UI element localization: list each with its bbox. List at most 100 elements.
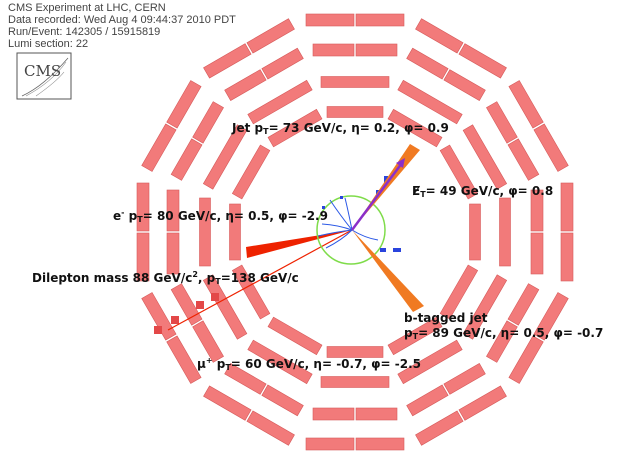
- muon-chamber: [355, 13, 405, 27]
- muon-chamber: [202, 274, 248, 340]
- muon-chamber: [320, 76, 390, 88]
- muon-chamber: [355, 437, 405, 451]
- muon-chamber: [443, 69, 486, 101]
- muon-chamber: [136, 232, 150, 282]
- muon-chamber: [202, 124, 248, 190]
- hit: [393, 248, 401, 252]
- run-event-text: Run/Event: 142305 / 15915819: [8, 26, 161, 38]
- hit: [322, 206, 325, 209]
- muon-chamber: [267, 108, 323, 148]
- jet-label: Jet pT= 73 GeV/c, η= 0.2, φ= 0.9: [232, 121, 449, 136]
- muon-chamber: [326, 346, 384, 358]
- muon-chamber: [458, 385, 507, 421]
- electron-label: e- pT= 80 GeV/c, η= 0.5, φ= -2.9: [113, 208, 328, 224]
- muon-chamber: [533, 292, 569, 341]
- muon-chamber: [192, 320, 224, 363]
- muon-chamber: [224, 363, 267, 395]
- track: [351, 229, 379, 241]
- muon-chamber: [136, 182, 150, 232]
- muon-chamber: [406, 47, 449, 80]
- muon-chamber: [192, 101, 224, 144]
- track: [325, 229, 353, 249]
- muon-chamber: [397, 339, 463, 385]
- muon-chamber: [533, 123, 569, 172]
- muon-chamber: [508, 335, 544, 384]
- dilepton-label: Dilepton mass 88 GeV/c2, pT=138 GeV/c: [32, 270, 299, 286]
- muon-chamber: [439, 144, 479, 200]
- muon-chamber-hit: [154, 326, 162, 334]
- hit: [340, 196, 343, 199]
- muon-chamber-hit: [196, 301, 204, 309]
- btag-title-label: b-tagged jet: [404, 311, 488, 325]
- logo-curve: [35, 71, 65, 97]
- muon-chamber: [355, 43, 398, 57]
- muon-chamber: [355, 407, 398, 421]
- event-info: CMS Experiment at LHC, CERN Data recorde…: [8, 2, 236, 50]
- track: [317, 229, 353, 237]
- muon-chamber: [203, 43, 252, 79]
- track: [344, 197, 353, 231]
- logo-curve: [25, 61, 67, 97]
- muon-chamber: [458, 43, 507, 79]
- met-shaft: [350, 162, 404, 231]
- logo-curve: [21, 57, 69, 97]
- muon-chamber: [312, 407, 355, 421]
- experiment-text: CMS Experiment at LHC, CERN: [8, 2, 166, 14]
- muon-chamber: [166, 232, 180, 275]
- muon-chamber: [247, 339, 313, 385]
- muon-chamber-hit: [171, 316, 179, 324]
- btagged-jet-cone: [352, 230, 424, 312]
- muon-chamber: [462, 274, 508, 340]
- muon-chamber: [507, 283, 540, 326]
- muon-chamber: [246, 18, 295, 54]
- cms-logo: CMS: [16, 52, 72, 100]
- muon-chamber: [261, 47, 304, 80]
- muon-chamber: [261, 384, 304, 417]
- muon-chamber: [166, 335, 202, 384]
- muon-chamber: [231, 144, 271, 200]
- track: [329, 199, 353, 231]
- muon-chamber: [231, 264, 271, 320]
- muon-chamber: [507, 138, 540, 181]
- muon-chamber: [439, 264, 479, 320]
- muon-chamber: [229, 203, 241, 261]
- met-arrowhead: [396, 158, 405, 168]
- muon-chamber: [320, 376, 390, 388]
- muon-chamber: [305, 13, 355, 27]
- muon-label: μ+ pT= 60 GeV/c, η= -0.7, φ= -2.5: [197, 356, 422, 372]
- muon-chamber: [166, 80, 202, 129]
- muon-chamber: [387, 316, 443, 356]
- muon-chamber: [312, 43, 355, 57]
- muon-chamber: [560, 232, 574, 282]
- muon-chamber: [247, 79, 313, 125]
- muon-chamber: [246, 410, 295, 446]
- muon-chamber: [267, 316, 323, 356]
- track: [321, 223, 353, 231]
- muon-chamber: [530, 232, 544, 275]
- muon-chamber: [170, 138, 203, 181]
- muon-chamber: [469, 203, 481, 261]
- muon-chamber: [387, 108, 443, 148]
- logo-text: CMS: [24, 62, 61, 80]
- muon-chamber: [560, 182, 574, 232]
- muon-chamber-hit: [211, 293, 219, 301]
- muon-chamber: [530, 189, 544, 232]
- muon-chamber: [224, 69, 267, 101]
- hit: [380, 248, 386, 252]
- electron-deposit: [246, 230, 352, 258]
- btag-label: pT= 89 GeV/c, η= 0.5, φ= -0.7: [404, 326, 604, 341]
- muon-chamber: [406, 384, 449, 417]
- muon-chamber: [141, 123, 177, 172]
- tracker-ring: [316, 195, 386, 265]
- muon-chamber: [305, 437, 355, 451]
- muon-chamber: [499, 197, 511, 267]
- muon-chambers: [136, 13, 574, 451]
- muon-chamber: [508, 80, 544, 129]
- met-label: ET= 49 GeV/c, φ= 0.8: [412, 184, 554, 199]
- muon-chamber: [170, 283, 203, 326]
- muon-chamber: [486, 320, 518, 363]
- muon-chamber: [326, 106, 384, 118]
- date-text: Data recorded: Wed Aug 4 09:44:37 2010 P…: [8, 14, 236, 26]
